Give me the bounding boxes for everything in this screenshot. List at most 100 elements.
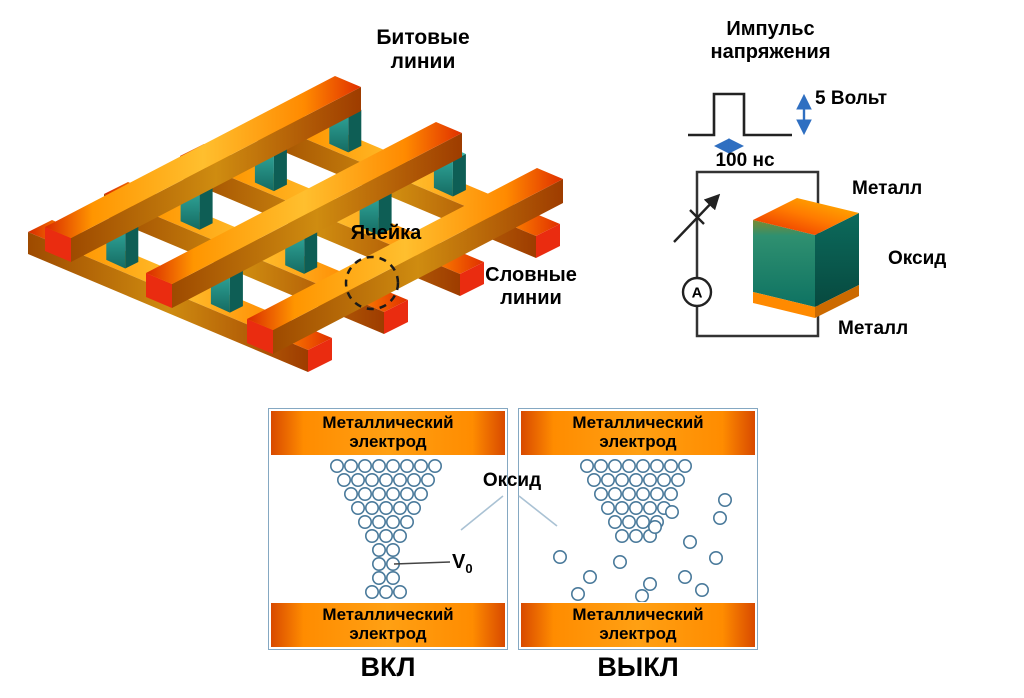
oxygen-vacancy-circle	[386, 486, 401, 501]
oxygen-vacancy-circle	[601, 472, 616, 487]
vacancy-symbol: V	[452, 551, 466, 573]
oxygen-vacancy-circle	[358, 486, 373, 501]
oxygen-vacancy-circle	[428, 459, 443, 473]
cell-label: Ячейка	[350, 222, 422, 244]
oxygen-vacancy-circle	[713, 510, 728, 525]
oxygen-vacancy-circle	[608, 514, 623, 529]
oxygen-vacancy-circle	[636, 486, 651, 501]
metal-top-label: Металл	[852, 178, 923, 199]
oxygen-vacancy-circle	[594, 459, 609, 473]
oxygen-vacancy-circle	[570, 587, 585, 602]
vacancy-subscript: 0	[465, 561, 473, 576]
oxygen-vacancy-circle	[643, 472, 658, 487]
oxygen-vacancy-circle	[650, 459, 665, 473]
oxygen-vacancy-circle	[365, 472, 380, 487]
oxygen-vacancy-circle	[643, 500, 658, 515]
oxygen-vacancy-circle	[671, 472, 686, 487]
cube-metal-bottom-front	[753, 292, 815, 318]
oxygen-vacancy-circle	[386, 459, 401, 473]
oxygen-vacancy-circle	[665, 504, 680, 519]
oxygen-vacancy-circle	[386, 514, 401, 529]
vacancy-pointer	[393, 561, 451, 565]
ammeter-letter: А	[692, 285, 703, 302]
oxygen-vacancy-circle	[636, 514, 651, 529]
oxygen-vacancy-circle	[650, 486, 665, 501]
oxygen-vacancy-circle	[372, 459, 387, 473]
oxygen-vacancy-circle	[629, 472, 644, 487]
cube-metal-top-face	[753, 198, 859, 235]
vacancy-pointer-line	[393, 561, 451, 565]
crossbar-array-graphic	[28, 76, 563, 372]
cell-highlight-circle	[344, 255, 400, 311]
cube-oxide-right-face	[815, 213, 859, 307]
oxygen-vacancy-circle	[379, 529, 394, 544]
oxide-pointer-right	[518, 495, 558, 527]
oxygen-vacancy-circle	[678, 459, 693, 473]
oxygen-vacancy-circle	[601, 500, 616, 515]
oxygen-vacancy-circle	[615, 500, 630, 515]
oxide-layer-label: Оксид	[888, 248, 947, 269]
oxygen-vacancy-circle	[393, 472, 408, 487]
oxygen-vacancy-circle	[648, 520, 663, 535]
oxygen-vacancy-circle	[351, 472, 366, 487]
oxygen-vacancy-circle	[608, 486, 623, 501]
oxygen-vacancy-circle	[421, 472, 436, 487]
oxygen-vacancy-circle	[683, 535, 698, 550]
oxygen-vacancy-filament-off	[552, 459, 733, 602]
oxide-pointer-lines	[460, 495, 558, 531]
voltage-pulse-title: Импульс напряжения	[710, 18, 831, 63]
oxygen-vacancy-circle	[372, 486, 387, 501]
oxygen-vacancy-circle	[393, 529, 408, 544]
oxygen-vacancy-circle	[613, 555, 628, 570]
oxygen-vacancy-circle	[344, 459, 359, 473]
oxygen-vacancy-circle	[608, 459, 623, 473]
vacancy-label: V0	[452, 551, 473, 577]
oxygen-vacancy-circle	[400, 514, 415, 529]
oxygen-vacancy-circle	[615, 529, 630, 544]
duration-value-label: 100 нс	[715, 150, 775, 171]
oxide-pointer-left	[460, 495, 504, 531]
oxygen-vacancy-circle	[695, 583, 710, 598]
cube-metal-bottom-right	[815, 285, 859, 318]
oxygen-vacancy-circle	[358, 459, 373, 473]
voltage-pulse-waveform	[688, 92, 812, 154]
oxygen-vacancy-circle	[329, 459, 344, 473]
cell-state-on: Металлический электрод Металлический эле…	[268, 408, 508, 650]
oxygen-vacancy-circle	[365, 529, 380, 544]
variable-source-arrow-icon	[673, 193, 721, 243]
oxygen-vacancy-circle	[718, 492, 733, 507]
oxygen-vacancy-circle	[414, 459, 429, 473]
oxygen-vacancy-circle	[709, 551, 724, 566]
oxygen-vacancy-circle	[351, 500, 366, 515]
oxygen-vacancy-circle	[582, 570, 597, 585]
oxygen-vacancy-circle	[372, 514, 387, 529]
oxygen-vacancy-circle	[365, 585, 380, 600]
oxygen-vacancy-circle	[678, 570, 693, 585]
oxygen-vacancy-circle	[636, 459, 651, 473]
oxygen-vacancy-circle	[372, 557, 387, 572]
oxygen-vacancy-circle	[372, 571, 387, 586]
oxygen-vacancy-circle	[365, 500, 380, 515]
oxygen-vacancy-circle	[407, 472, 422, 487]
memristor-circuit-graphic: А	[673, 170, 859, 338]
cell-state-off: Металлический электрод Металлический эле…	[518, 408, 758, 650]
oxygen-vacancy-circle	[372, 543, 387, 558]
oxygen-vacancy-circle	[337, 472, 352, 487]
bottom-electrode-on: Металлический электрод	[271, 603, 505, 647]
oxygen-vacancy-filament-on	[329, 459, 443, 600]
oxygen-vacancy-circle	[414, 486, 429, 501]
oxygen-vacancy-circle	[407, 500, 422, 515]
oxygen-vacancy-circle	[579, 459, 594, 473]
ammeter-icon	[681, 276, 713, 308]
oxygen-vacancy-circle	[344, 486, 359, 501]
word-lines-label: Словные линии	[485, 264, 577, 309]
top-electrode-on: Металлический электрод	[271, 411, 505, 455]
oxygen-vacancy-circle	[386, 571, 401, 586]
cube-oxide-front-face	[753, 220, 815, 307]
voltage-value-label: 5 Вольт	[815, 88, 888, 109]
bottom-electrode-off: Металлический электрод	[521, 603, 755, 647]
oxygen-vacancy-circle	[622, 514, 637, 529]
oxygen-vacancy-circle	[358, 514, 373, 529]
top-electrode-off: Металлический электрод	[521, 411, 755, 455]
oxygen-vacancy-circle	[643, 577, 658, 592]
